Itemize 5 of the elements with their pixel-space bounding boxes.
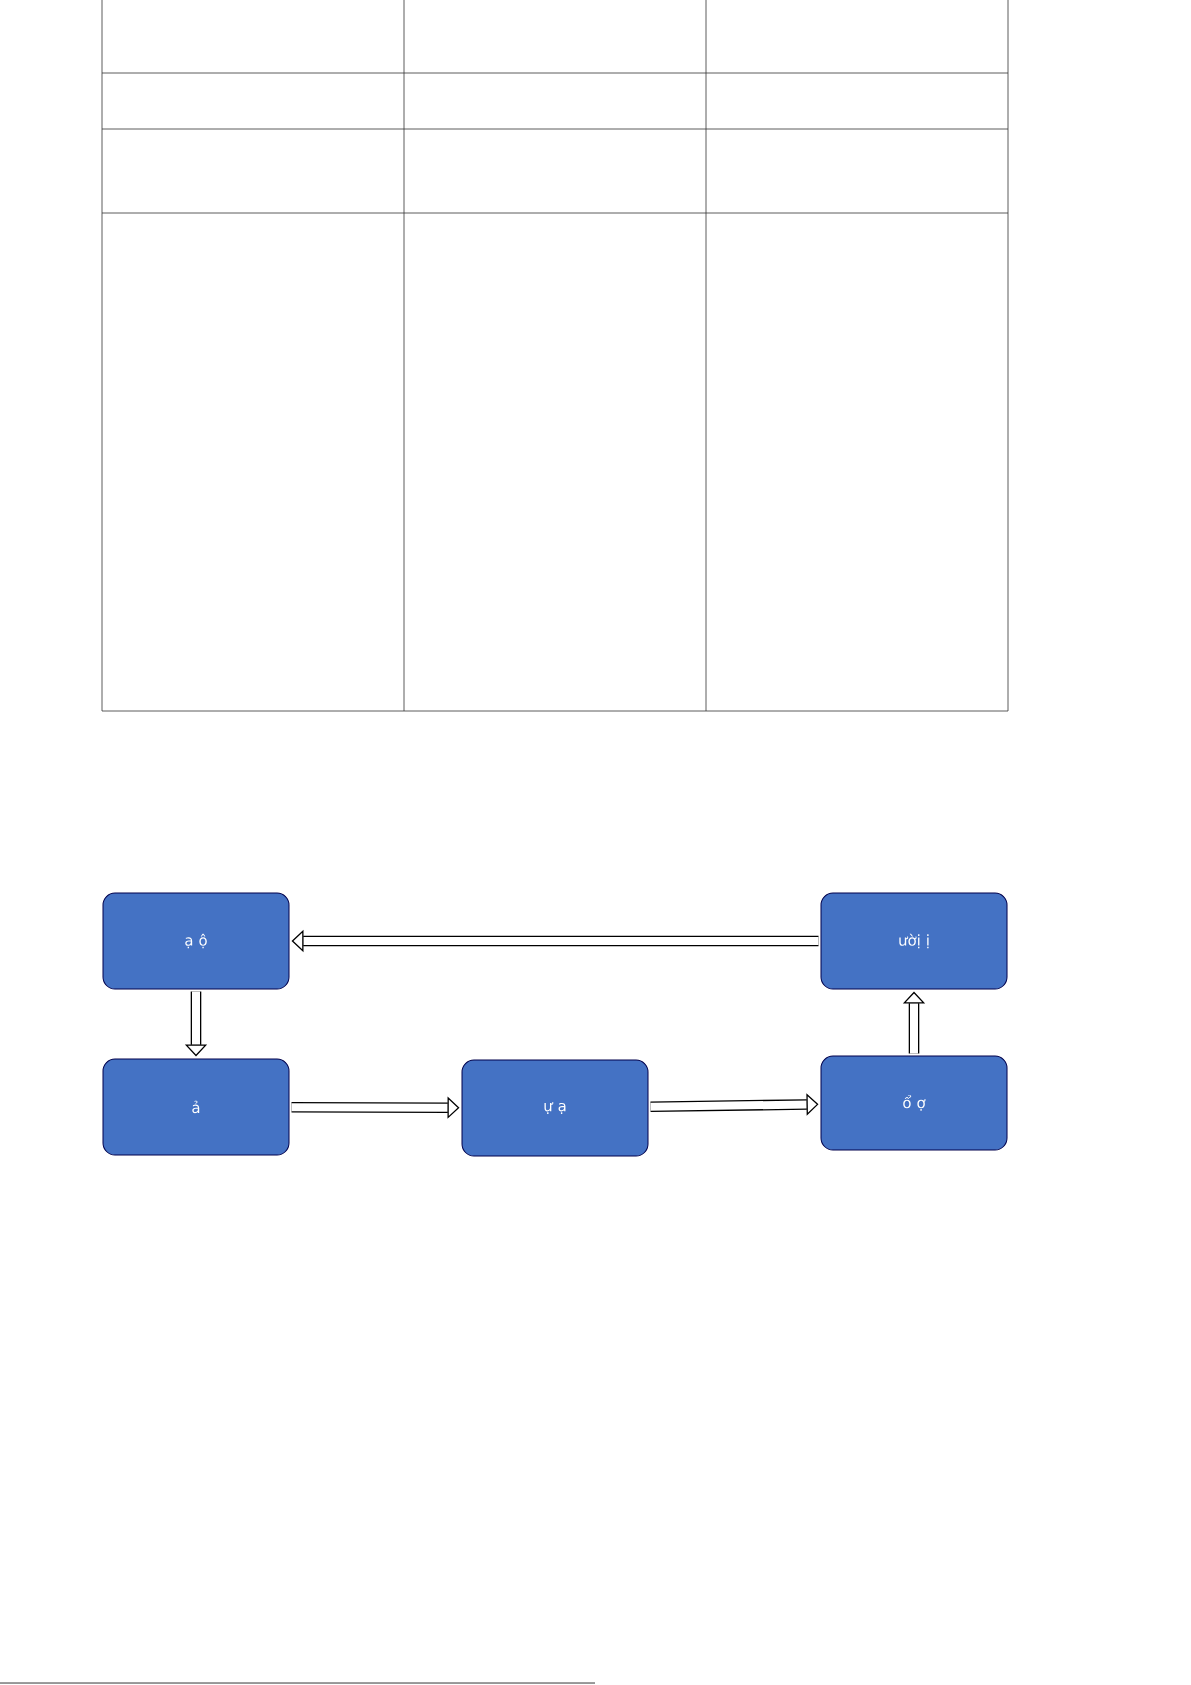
process-box: ả [102, 1058, 290, 1156]
process-box: ườị ị [820, 892, 1008, 990]
process-box: ổ ợ [820, 1055, 1008, 1151]
process-box: ự ạ [461, 1059, 649, 1157]
process-box: ạ ộ [102, 892, 290, 990]
